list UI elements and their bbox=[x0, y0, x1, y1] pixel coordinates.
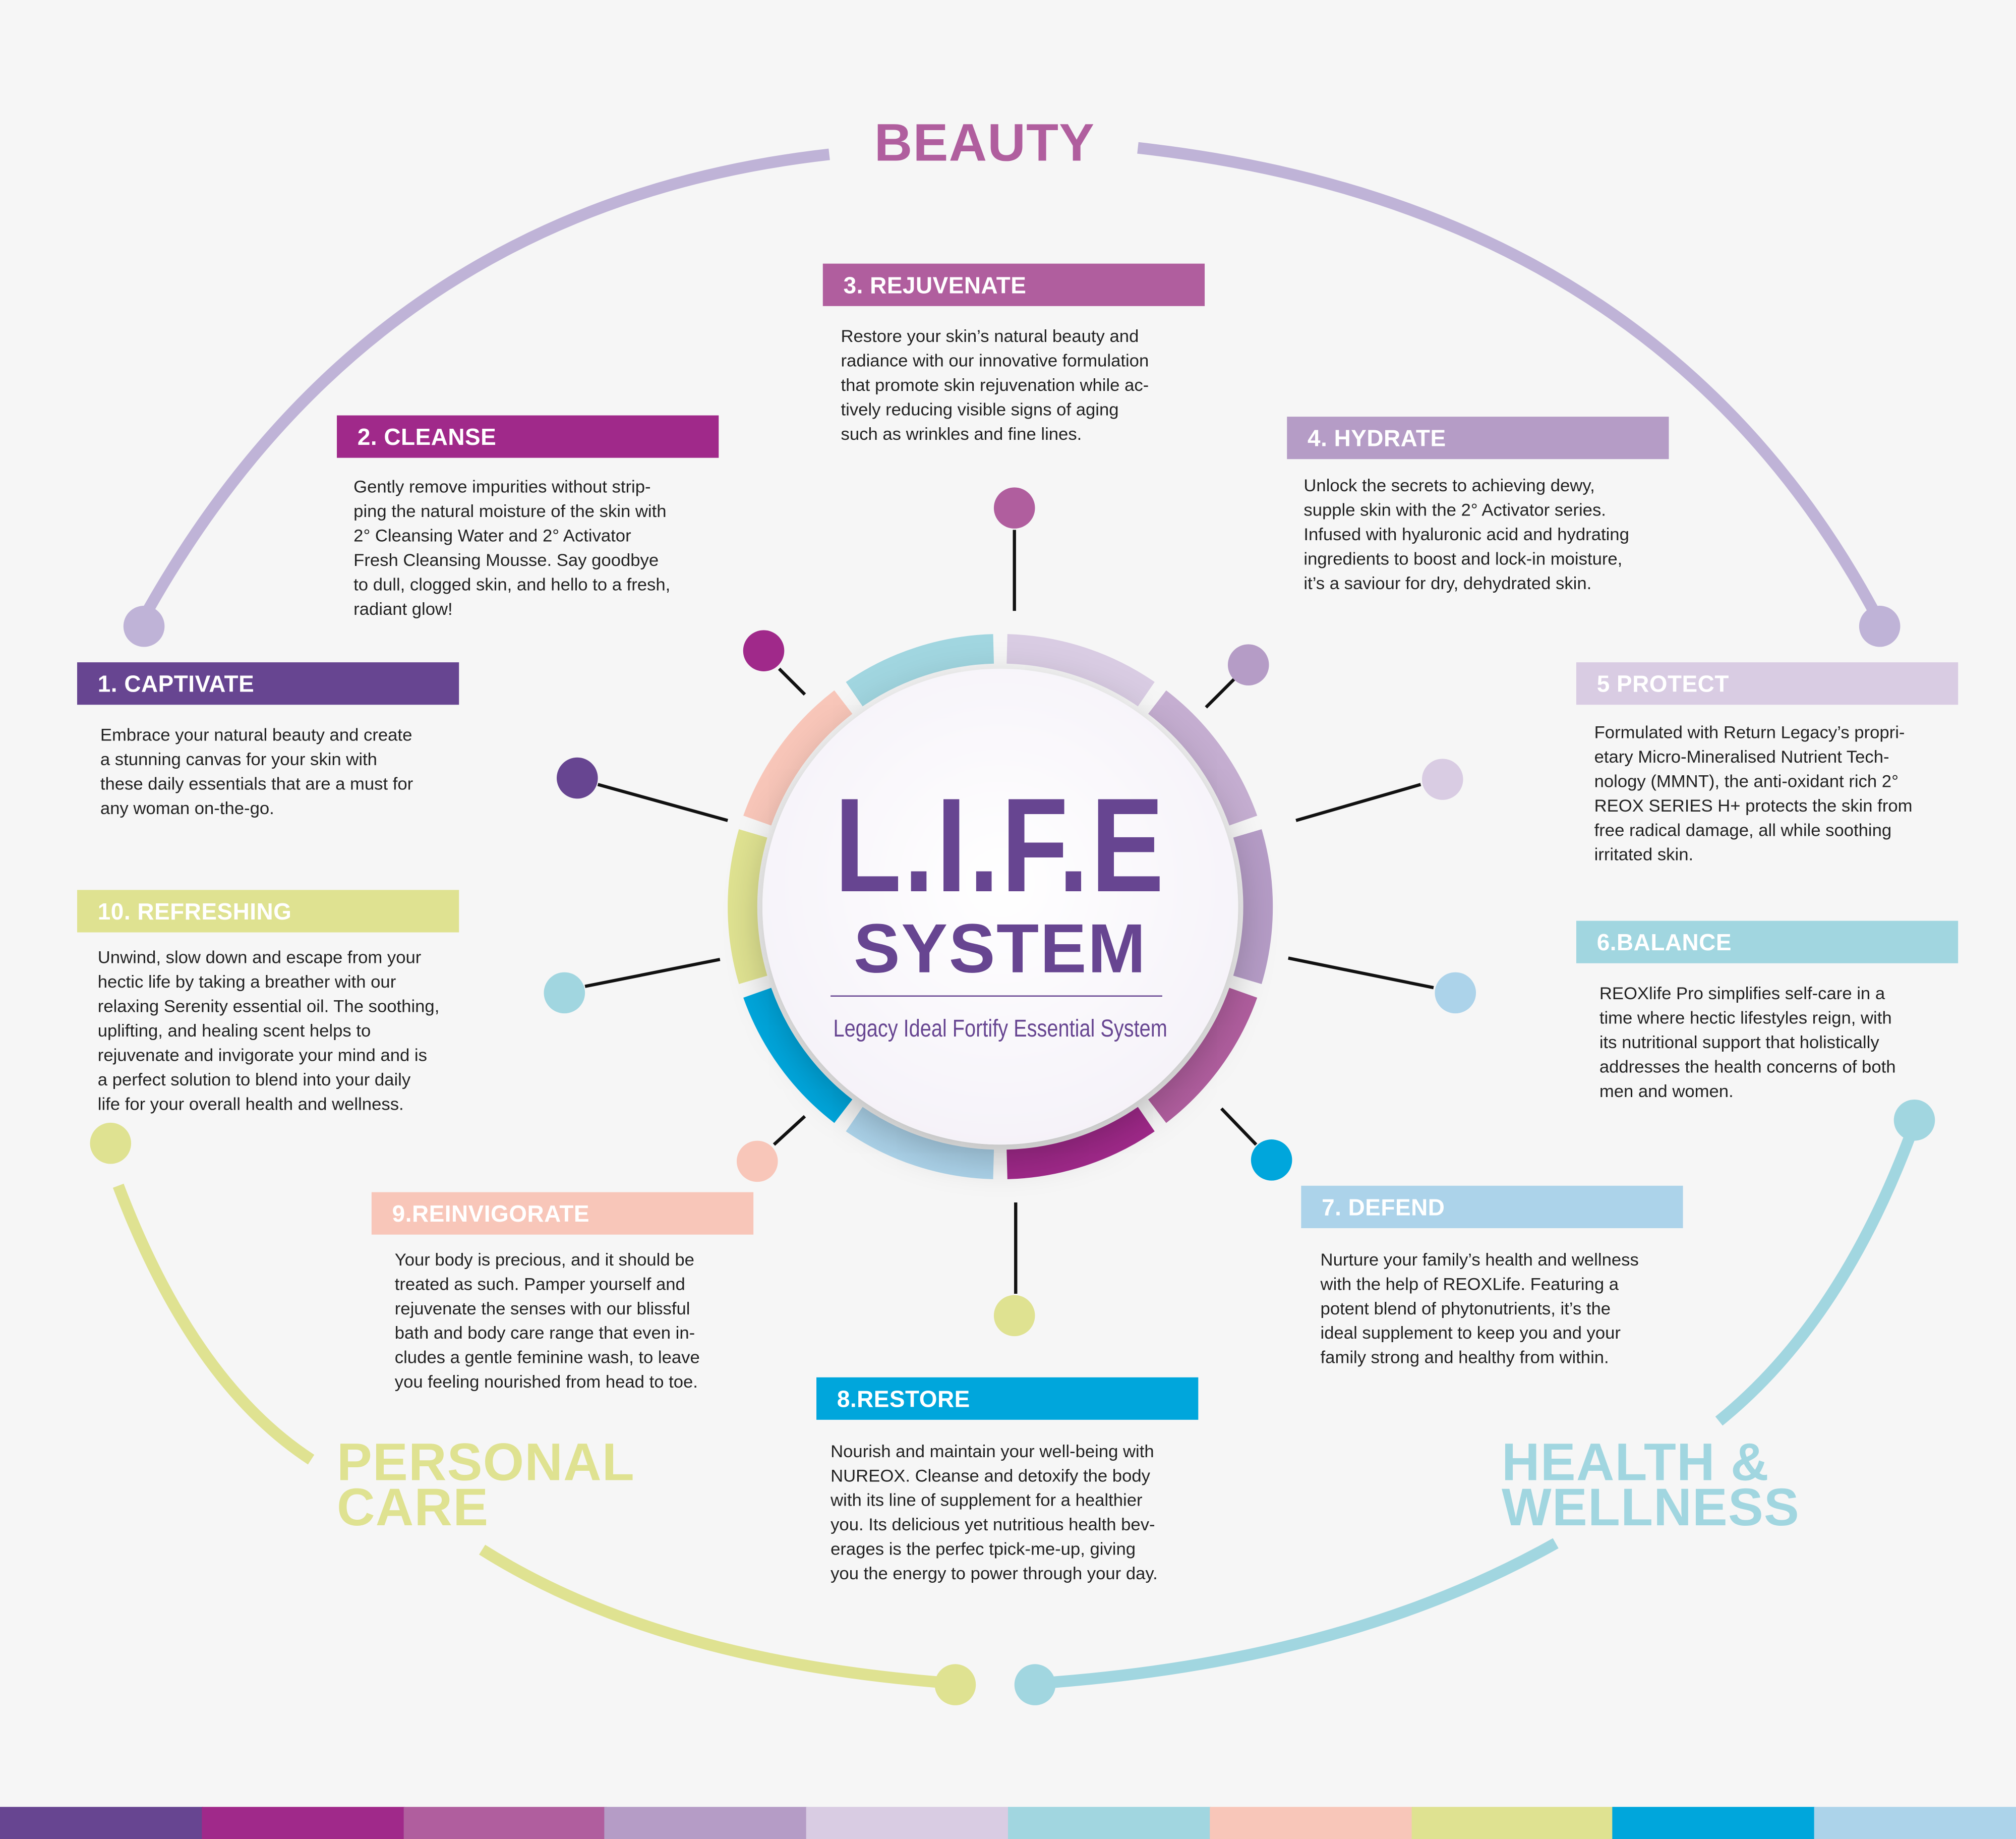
category-beauty: BEAUTY bbox=[874, 113, 1095, 173]
personal-care-top-dot bbox=[90, 1122, 132, 1164]
ring-segment bbox=[1148, 690, 1258, 826]
category-health-wellness: HEALTH & WELLNESS bbox=[1502, 1432, 1800, 1537]
health-arc-upper bbox=[1715, 1136, 1915, 1426]
health-bottom-dot bbox=[1014, 1664, 1056, 1705]
ring-segment bbox=[1006, 1107, 1155, 1179]
stripe-segment bbox=[605, 1807, 808, 1839]
stripe-segment bbox=[1411, 1807, 1615, 1839]
pin-dot bbox=[557, 757, 598, 799]
step-8-description: Nourish and maintain your well-being wit… bbox=[831, 1442, 1158, 1583]
pin-line bbox=[1205, 677, 1235, 709]
stripe-segment bbox=[201, 1807, 405, 1839]
life-system-badge: L.I.F.E SYSTEM Legacy Ideal Fortify Esse… bbox=[762, 668, 1238, 1145]
personal-care-bottom-dot bbox=[934, 1664, 976, 1705]
pin-dot bbox=[1421, 759, 1463, 800]
stripe-segment bbox=[1209, 1807, 1413, 1839]
ring-segment bbox=[846, 634, 994, 707]
step-10-title: 10. REFRESHING bbox=[77, 890, 459, 933]
step-pins bbox=[544, 487, 1476, 1337]
step-1-title: 1. CAPTIVATE bbox=[77, 662, 459, 705]
step-7-title: 7. DEFEND bbox=[1301, 1185, 1683, 1228]
step-9-title: 9.REINVIGORATE bbox=[371, 1192, 754, 1235]
pin-dot bbox=[1435, 972, 1476, 1014]
step-2-title: 2. CLEANSE bbox=[337, 415, 719, 458]
pin-line bbox=[597, 783, 728, 822]
step-7-description: Nurture your family’s health and wellnes… bbox=[1320, 1250, 1639, 1367]
ring-segment bbox=[728, 829, 767, 985]
beauty-right-dot bbox=[1859, 605, 1901, 647]
personal-care-arc-lower bbox=[479, 1544, 939, 1688]
ring-segment bbox=[1006, 634, 1155, 707]
ring-segment bbox=[743, 690, 853, 826]
pin-dot bbox=[993, 1295, 1035, 1337]
stripe-segment bbox=[0, 1807, 203, 1839]
pin-dot bbox=[743, 630, 785, 671]
step-6-title: 6.BALANCE bbox=[1576, 921, 1959, 963]
pin-dot bbox=[1227, 644, 1269, 685]
personal-care-arc-upper bbox=[112, 1183, 315, 1465]
step-4-title: 4. HYDRATE bbox=[1287, 417, 1669, 459]
beauty-arc-right bbox=[1137, 142, 1882, 620]
pin-dot bbox=[544, 972, 585, 1014]
ring-segment bbox=[846, 1107, 994, 1179]
health-arc-lower bbox=[1053, 1538, 1559, 1688]
step-10-description: Unwind, slow down and escape from your h… bbox=[97, 948, 440, 1114]
pin-line bbox=[1220, 1107, 1258, 1146]
health-top-dot bbox=[1893, 1099, 1935, 1141]
step-5-title: 5 PROTECT bbox=[1576, 662, 1959, 705]
step-4-description: Unlock the secrets to achieving dewy, su… bbox=[1303, 476, 1629, 593]
pin-line bbox=[584, 957, 721, 988]
system-title: SYSTEM bbox=[853, 910, 1147, 988]
beauty-left-dot bbox=[123, 605, 165, 647]
step-1-description: Embrace your natural beauty and create a… bbox=[100, 725, 413, 818]
stripe-segment bbox=[1814, 1807, 2016, 1839]
step-5-description: Formulated with Return Legacy’s propri- … bbox=[1594, 722, 1913, 865]
step-8-title: 8.RESTORE bbox=[816, 1377, 1199, 1420]
pin-dot bbox=[993, 487, 1035, 529]
pin-dot bbox=[1251, 1139, 1292, 1181]
ring-segment bbox=[1233, 829, 1273, 985]
category-personal-care: PERSONAL CARE bbox=[337, 1432, 635, 1537]
ring-segment bbox=[743, 988, 853, 1123]
center-ring bbox=[728, 634, 1273, 1179]
life-title: L.I.F.E bbox=[834, 771, 1166, 921]
step-9-description: Your body is precious, and it should be … bbox=[394, 1250, 700, 1392]
pin-line bbox=[1295, 783, 1421, 822]
pin-dot bbox=[736, 1140, 778, 1182]
step-3-description: Restore your skin’s natural beauty and r… bbox=[841, 326, 1149, 444]
step-6-description: REOXlife Pro simplifies self-care in a t… bbox=[1599, 984, 1896, 1101]
stripe-segment bbox=[806, 1807, 1010, 1839]
stripe-segment bbox=[1007, 1807, 1211, 1839]
pin-line bbox=[773, 1115, 806, 1146]
pin-line bbox=[1288, 956, 1434, 990]
tagline: Legacy Ideal Fortify Essential System bbox=[833, 1016, 1167, 1043]
step-2-description: Gently remove impurities without strip- … bbox=[353, 477, 671, 619]
stripe-segment bbox=[1613, 1807, 1816, 1839]
pin-line bbox=[778, 667, 806, 696]
step-3-title: 3. REJUVENATE bbox=[822, 263, 1205, 306]
stripe-segment bbox=[403, 1807, 607, 1839]
title-divider bbox=[831, 995, 1162, 997]
beauty-arc-left bbox=[139, 148, 830, 620]
ring-segment bbox=[1148, 988, 1258, 1123]
